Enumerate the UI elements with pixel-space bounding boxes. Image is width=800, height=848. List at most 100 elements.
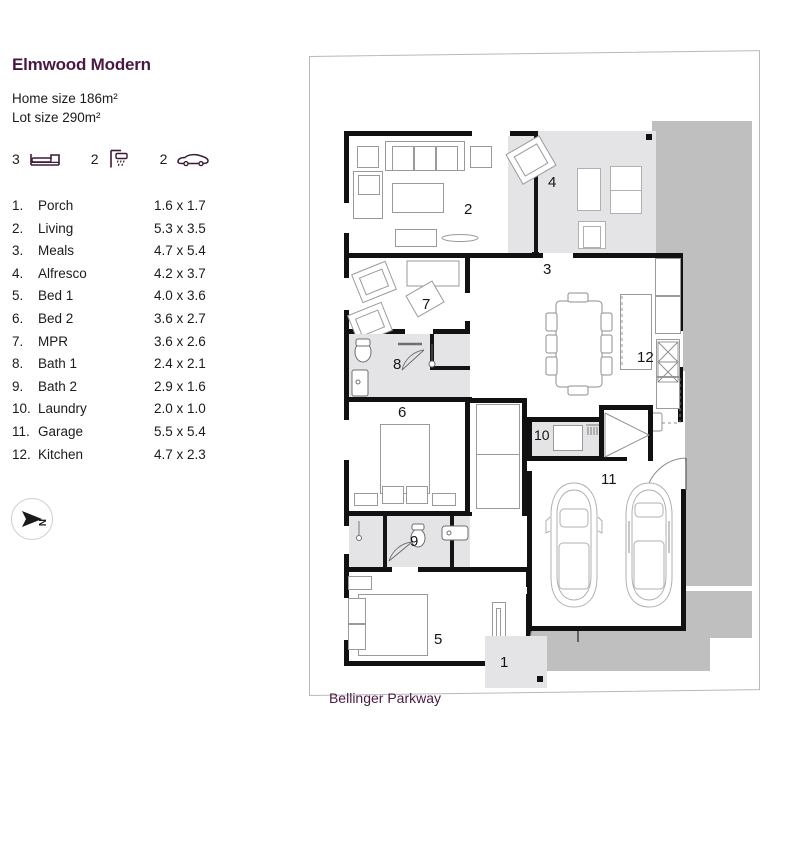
laundry-wall-bottom — [527, 456, 627, 461]
list-item: 1. Porch 1.6 x 1.7 — [12, 195, 292, 218]
bath2-right-divider — [450, 516, 454, 568]
room-list: 1. Porch 1.6 x 1.7 2. Living 5.3 x 3.5 3… — [12, 195, 292, 466]
room-index: 12. — [12, 446, 31, 462]
home-size-text: Home size 186m² — [12, 91, 118, 106]
bed1-wall-left — [344, 572, 349, 598]
room-index: 7. — [12, 333, 24, 349]
room-number-11: 11 — [601, 471, 617, 488]
room-index: 5. — [12, 288, 24, 304]
kitchen-wall-right-lower — [678, 367, 683, 422]
room-number-4: 4 — [548, 174, 557, 191]
living-sofa-cushion-1 — [392, 146, 414, 171]
hall-wall-right — [522, 398, 527, 516]
room-number-8: 8 — [393, 356, 402, 373]
living-sofa-cushion-3 — [436, 146, 458, 171]
list-item: 9. Bath 2 2.9 x 1.6 — [12, 376, 292, 399]
mpr-window-left — [344, 278, 349, 310]
laundry-fixtures — [586, 424, 599, 435]
bathroom-count: 2 — [90, 151, 99, 167]
living-sofa-cushion-2 — [414, 146, 436, 171]
dining-table-set — [545, 292, 613, 396]
paving-area-right — [685, 371, 752, 586]
kitchen-bench-mid — [655, 296, 681, 334]
living-wall-top-right — [510, 131, 538, 136]
bath2-wall-left-lower — [344, 554, 349, 572]
bed2-bed — [380, 424, 430, 494]
paving-notch — [710, 638, 752, 673]
room-index: 11. — [12, 423, 30, 439]
room-number-7: 7 — [422, 296, 431, 313]
porch-post — [537, 676, 543, 682]
spec-car-spaces: 2 — [160, 151, 211, 167]
living-angled-furniture — [441, 135, 557, 242]
bed2-nightstand-right — [432, 493, 456, 506]
room-name: Alfresco — [38, 265, 87, 281]
room-dimensions: 4.7 x 5.4 — [154, 243, 206, 259]
room-name: Porch — [38, 198, 74, 213]
room-dimensions: 5.5 x 5.4 — [154, 423, 206, 439]
mpr-wall-left — [344, 258, 349, 278]
room-number-9: 9 — [410, 533, 419, 550]
room-name: Bath 2 — [38, 378, 78, 394]
list-item: 8. Bath 1 2.4 x 2.1 — [12, 353, 292, 376]
bath2-window-left — [344, 526, 349, 554]
living-wall-left-lower — [344, 233, 349, 258]
bed2-nightstand-left — [354, 493, 378, 506]
list-item: 7. MPR 3.6 x 2.6 — [12, 331, 292, 354]
garage-door-right — [681, 461, 686, 489]
shower-icon — [108, 149, 130, 169]
room-index: 10. — [12, 401, 31, 417]
bed2-window-left — [344, 420, 349, 460]
laundry-wall-top — [527, 417, 607, 422]
room-number-12: 12 — [637, 349, 654, 366]
hall-wall-top — [470, 398, 527, 403]
room-index: 4. — [12, 265, 24, 281]
bath1-wall-bottom — [344, 397, 472, 402]
spec-row: 3 2 — [12, 149, 292, 169]
floor-plan: 2 4 7 — [300, 46, 770, 697]
bed2-wall-left — [344, 402, 349, 420]
room-dimensions: 4.7 x 2.3 — [154, 446, 206, 462]
kitchen-appliances — [621, 296, 681, 432]
car-outline-right — [625, 482, 673, 608]
room-dimensions: 4.2 x 3.7 — [154, 265, 206, 281]
room-dimensions: 3.6 x 2.6 — [154, 333, 206, 349]
bed-icon — [29, 150, 61, 168]
info-panel: Elmwood Modern Home size 186m² Lot size … — [12, 55, 292, 466]
living-window-top — [472, 131, 510, 136]
list-item: 10. Laundry 2.0 x 1.0 — [12, 398, 292, 421]
bed1-nightstand — [348, 576, 372, 590]
list-item: 3. Meals 4.7 x 5.4 — [12, 240, 292, 263]
pantry-wall-right — [648, 405, 653, 461]
mpr-furniture — [347, 260, 460, 345]
kitchen-cooktop — [656, 339, 680, 377]
room-number-3: 3 — [543, 261, 552, 278]
living-armchair-left-seat — [358, 175, 380, 195]
living-side-table-right — [470, 146, 492, 168]
bed1-pillow-bottom — [348, 624, 366, 650]
garage-wall-right — [681, 461, 686, 631]
list-item: 2. Living 5.3 x 3.5 — [12, 218, 292, 241]
bath1-wc-divider-bottom — [430, 366, 470, 370]
room-name: Laundry — [38, 401, 87, 417]
porch-floor — [485, 636, 547, 688]
living-tv-unit — [395, 229, 437, 247]
alfresco-side-table-inner — [583, 226, 601, 248]
list-item: 6. Bed 2 3.6 x 2.7 — [12, 308, 292, 331]
room-dimensions: 2.0 x 1.0 — [154, 401, 206, 417]
room-name: Meals — [38, 243, 75, 259]
room-dimensions: 5.3 x 3.5 — [154, 220, 206, 236]
mpr-wall-left-low — [344, 310, 349, 334]
bath1-fixtures — [351, 338, 436, 397]
mpr-wall-right — [465, 253, 470, 293]
room-name: Bed 2 — [38, 310, 74, 326]
living-wall-left — [344, 131, 349, 203]
bed2-wall-left-lower — [344, 460, 349, 516]
list-item: 11. Garage 5.5 x 5.4 — [12, 421, 292, 444]
kitchen-window-right — [678, 331, 683, 367]
car-icon — [176, 151, 210, 167]
pantry-floor — [603, 409, 651, 457]
living-coffee-table — [392, 183, 444, 213]
list-item: 12. Kitchen 4.7 x 2.3 — [12, 444, 292, 467]
